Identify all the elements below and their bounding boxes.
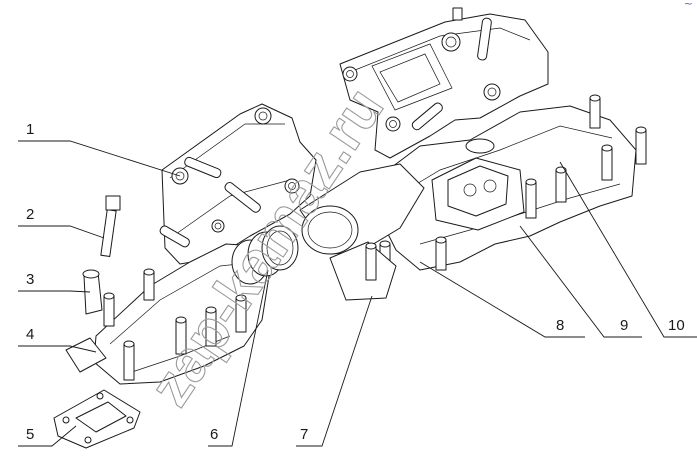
middle-pipe	[299, 163, 425, 301]
callout-7: 7	[300, 426, 308, 443]
callout-9: 9	[620, 317, 628, 334]
callout-5: 5	[26, 426, 34, 443]
sealing-rings	[231, 225, 299, 285]
leader-5	[18, 425, 77, 447]
leader-3	[18, 290, 91, 293]
heat-shield-rear	[339, 7, 549, 159]
leader-10	[559, 161, 697, 338]
leader-lines	[18, 140, 697, 447]
leader-1	[18, 140, 181, 177]
callout-1: 1	[26, 121, 34, 138]
callout-6: 6	[210, 426, 218, 443]
front-exhaust-manifold	[65, 243, 271, 385]
corner-mark: ~	[683, 0, 693, 10]
callout-8: 8	[556, 317, 564, 334]
callout-3: 3	[26, 271, 34, 288]
callout-numbers: 1 2 3 4 5 6 7 8 9 10	[26, 121, 685, 443]
callout-2: 2	[26, 206, 34, 223]
leader-2	[18, 225, 105, 239]
gasket-part-5	[53, 389, 141, 449]
callout-10: 10	[668, 317, 685, 334]
rear-exhaust-manifold	[379, 94, 647, 275]
bushing-part-3	[82, 269, 103, 315]
leader-4	[18, 345, 97, 353]
leader-7	[296, 295, 373, 447]
callout-4: 4	[26, 326, 34, 343]
leader-9	[519, 225, 642, 338]
leader-8	[419, 261, 585, 338]
bolt-part-2	[100, 195, 121, 257]
leader-6	[208, 269, 269, 447]
studs-front	[103, 268, 247, 381]
